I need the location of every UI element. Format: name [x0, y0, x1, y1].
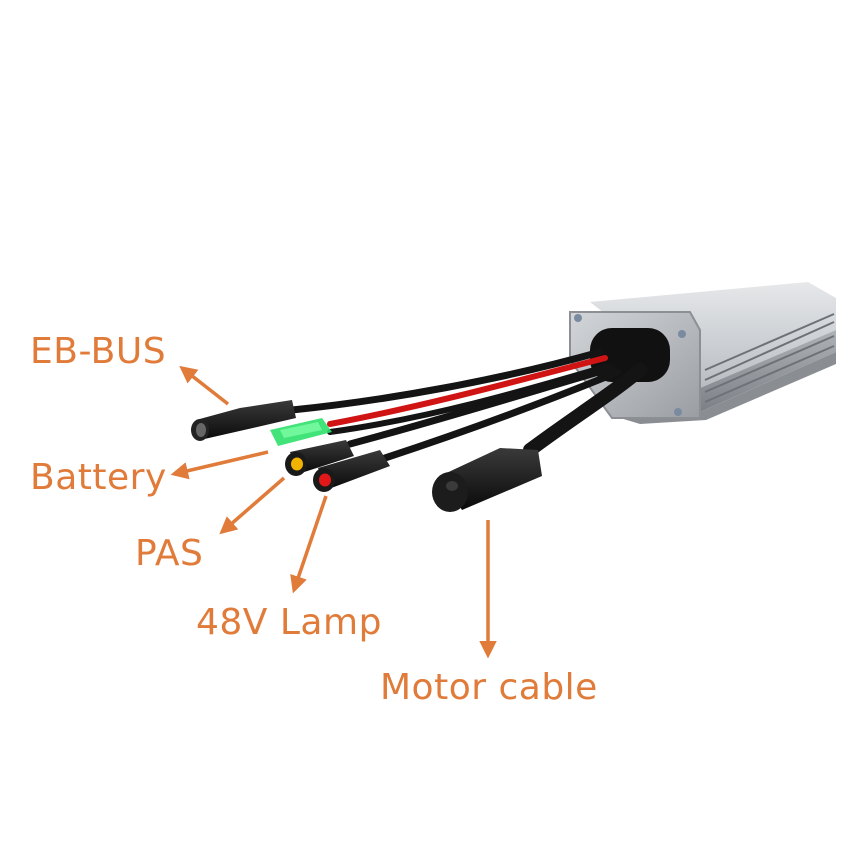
battery-arrow: [170, 450, 269, 480]
battery-red-cable: [327, 355, 608, 427]
callout-pas: PAS: [135, 533, 204, 574]
eb-bus-arrow: [179, 365, 230, 406]
lamp-connector: [313, 450, 390, 492]
cables: [288, 348, 647, 462]
motor-cable-connector: [432, 448, 542, 512]
callout-battery: Battery: [30, 457, 167, 498]
battery-connector: [270, 418, 332, 446]
pas-arrow: [219, 476, 286, 535]
callout-48v-lamp: 48V Lamp: [196, 602, 382, 643]
callout-arrows: [170, 365, 497, 659]
eb-bus-connector: [191, 400, 296, 441]
callout-motor-cable: Motor cable: [380, 667, 598, 708]
housing-screws: [574, 314, 686, 416]
callout-eb-bus: EB-BUS: [30, 331, 167, 372]
motor-cable-wire: [523, 363, 647, 457]
pas-cable: [346, 364, 616, 448]
heatsink-fins: [704, 313, 835, 403]
controller-housing: [569, 282, 836, 424]
lamp-arrow: [290, 495, 328, 594]
pas-connector: [285, 440, 354, 476]
eb-bus-cable: [288, 348, 604, 414]
lamp-cable: [381, 368, 622, 462]
